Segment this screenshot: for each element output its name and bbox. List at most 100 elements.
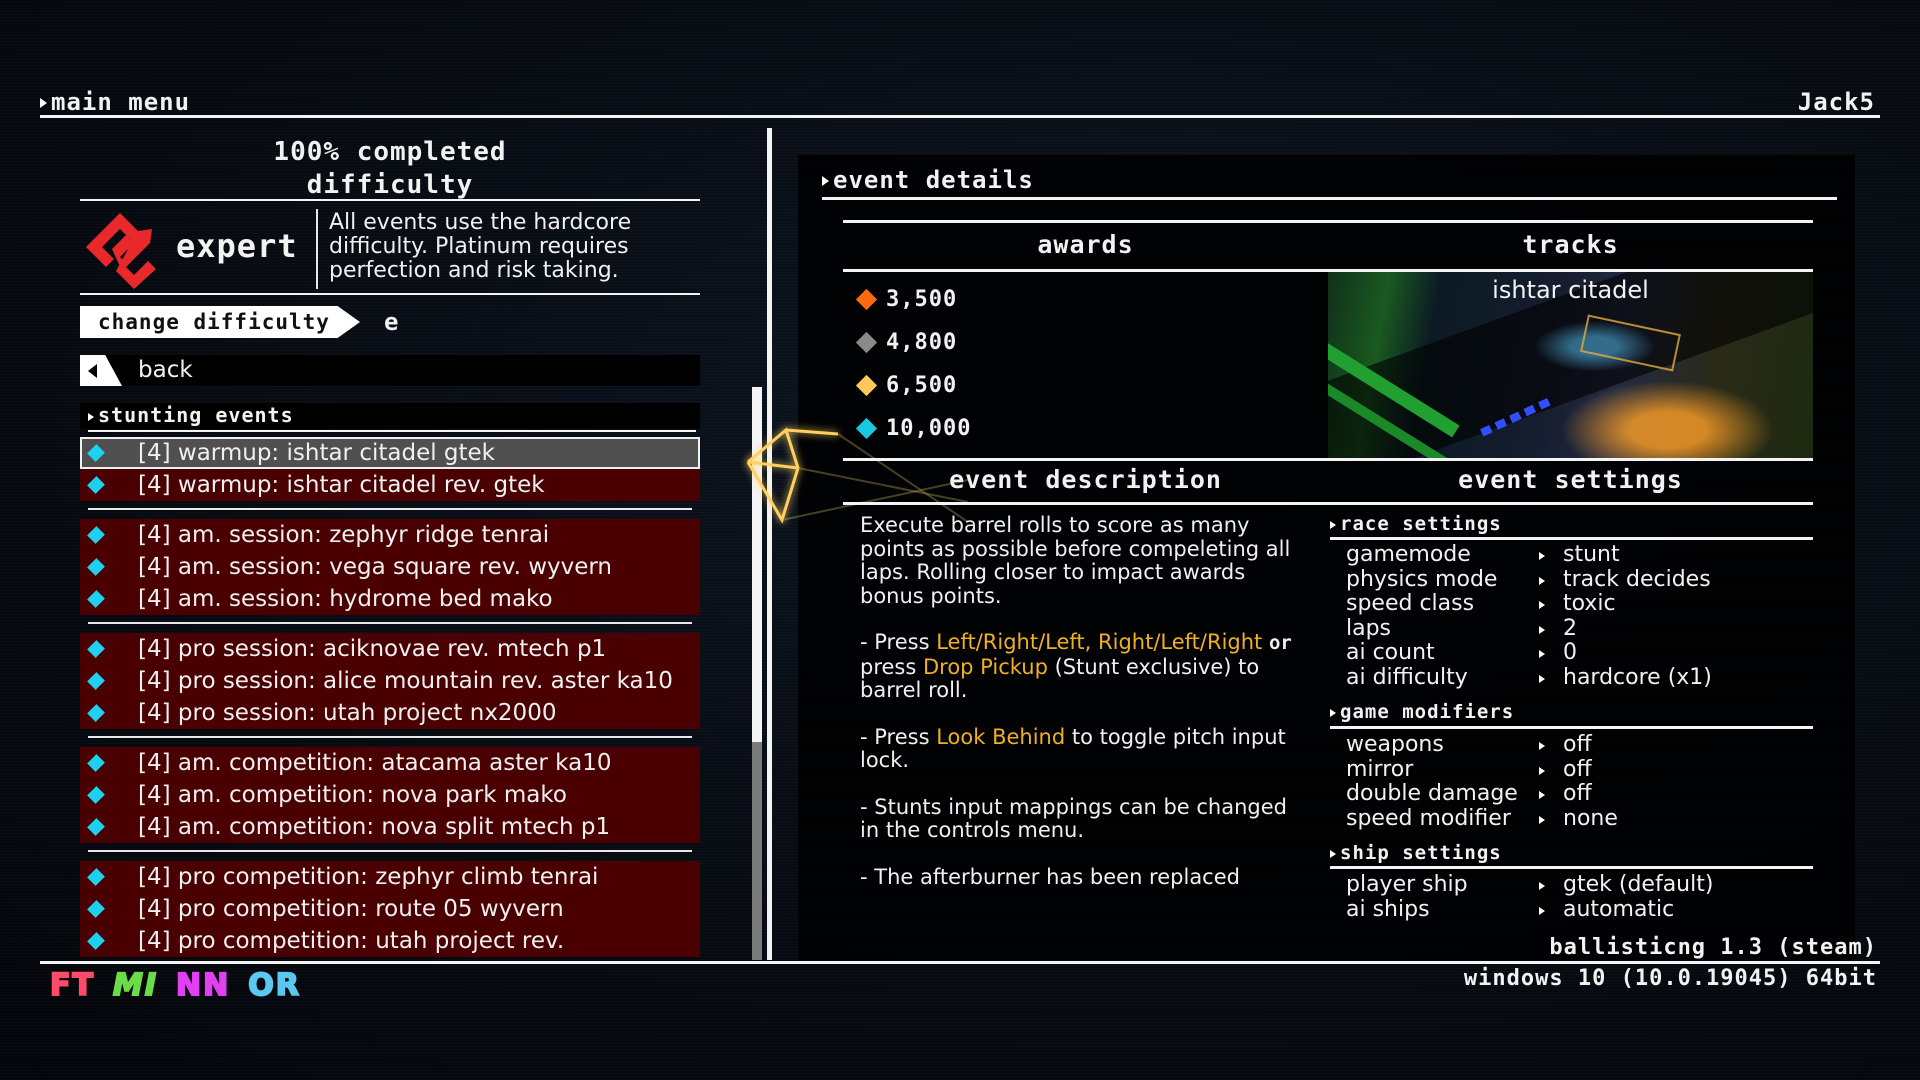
event-item[interactable]: [4] pro competition: utah project rev. bbox=[80, 925, 700, 957]
description-paragraph: - Press Look Behind to toggle pitch inpu… bbox=[860, 724, 1300, 773]
event-item[interactable]: [4] warmup: ishtar citadel gtek bbox=[80, 437, 700, 469]
platinum-diamond-icon bbox=[87, 558, 105, 576]
tracks-header: tracks bbox=[1522, 230, 1619, 259]
caret-right-icon bbox=[822, 176, 829, 186]
change-difficulty-key-hint: e bbox=[384, 308, 400, 336]
change-difficulty-button[interactable]: change difficulty bbox=[80, 306, 360, 338]
breadcrumb-main-menu[interactable]: main menu bbox=[40, 88, 190, 116]
setting-key: laps bbox=[1346, 615, 1392, 641]
event-item[interactable]: [4] pro session: alice mountain rev. ast… bbox=[80, 665, 700, 697]
event-label: [4] pro session: alice mountain rev. ast… bbox=[138, 668, 673, 694]
award-value: 4,800 bbox=[886, 330, 958, 355]
event-label: [4] am. competition: atacama aster ka10 bbox=[138, 750, 612, 776]
highlighted-input: Drop Pickup bbox=[922, 654, 1048, 679]
platinum-diamond-icon bbox=[87, 704, 105, 722]
track-preview-image: ishtar citadel bbox=[1328, 272, 1813, 458]
event-item[interactable]: [4] am. session: vega square rev. wyvern bbox=[80, 551, 700, 583]
event-item[interactable]: [4] am. competition: atacama aster ka10 bbox=[80, 747, 700, 779]
platinum-diamond-icon bbox=[855, 417, 878, 440]
ship-settings-header: ship settings bbox=[1330, 842, 1502, 864]
event-item[interactable]: [4] am. competition: nova split mtech p1 bbox=[80, 811, 700, 843]
group-divider bbox=[88, 850, 692, 852]
platinum-diamond-icon bbox=[87, 444, 105, 462]
description-paragraph: - Stunts input mappings can be changed i… bbox=[860, 794, 1287, 842]
event-item[interactable]: [4] pro session: aciknovae rev. mtech p1 bbox=[80, 633, 700, 665]
nn-team-logo-icon: NN bbox=[175, 967, 231, 1004]
award-silver: 4,800 bbox=[855, 321, 971, 364]
event-item[interactable]: [4] am. session: hydrome bed mako bbox=[80, 583, 700, 615]
divider bbox=[1330, 726, 1813, 729]
expert-difficulty-logo-icon bbox=[86, 213, 156, 289]
setting-key: gamemode bbox=[1346, 542, 1471, 567]
event-group-am-session: [4] am. session: zephyr ridge tenrai [4]… bbox=[80, 519, 700, 615]
back-label: back bbox=[138, 357, 193, 383]
event-list: [4] warmup: ishtar citadel gtek [4] warm… bbox=[80, 437, 700, 975]
divider bbox=[843, 269, 1813, 272]
event-item[interactable]: [4] am. competition: nova park mako bbox=[80, 779, 700, 811]
caret-right-icon bbox=[1536, 641, 1563, 666]
breadcrumb-label: main menu bbox=[51, 88, 191, 116]
event-details-title-label: event details bbox=[833, 166, 1034, 194]
header-divider bbox=[40, 115, 1880, 118]
description-paragraph: - The afterburner has been replaced bbox=[860, 864, 1240, 889]
event-label: [4] am. competition: nova split mtech p1 bbox=[138, 814, 611, 840]
glowing-gem-decoration-icon bbox=[746, 427, 968, 524]
group-divider bbox=[88, 622, 692, 624]
setting-key: weapons bbox=[1346, 732, 1444, 757]
caret-right-icon bbox=[1330, 520, 1336, 529]
event-description-header: event description bbox=[949, 465, 1222, 494]
caret-right-icon bbox=[1536, 666, 1563, 691]
event-settings-header: event settings bbox=[1458, 465, 1683, 494]
footer-divider bbox=[40, 961, 1880, 964]
award-gold: 6,500 bbox=[855, 364, 971, 407]
caret-right-icon bbox=[1536, 568, 1563, 593]
event-item[interactable]: [4] pro competition: route 05 wyvern bbox=[80, 893, 700, 925]
text: to toggle pitch input lock. bbox=[860, 724, 1286, 772]
setting-key: speed modifier bbox=[1346, 805, 1511, 831]
platinum-diamond-icon bbox=[87, 900, 105, 918]
event-item[interactable]: [4] warmup: ishtar citadel rev. gtek bbox=[80, 469, 700, 501]
race-settings-header: race settings bbox=[1330, 513, 1502, 535]
divider bbox=[843, 220, 1813, 223]
caret-right-icon bbox=[40, 98, 47, 108]
event-label: [4] am. competition: nova park mako bbox=[138, 782, 567, 808]
event-group-pro-competition: [4] pro competition: zephyr climb tenrai… bbox=[80, 861, 700, 957]
setting-key: player ship bbox=[1346, 872, 1468, 897]
setting-value: hardcore (x1) bbox=[1563, 664, 1712, 690]
event-item[interactable]: [4] pro competition: zephyr climb tenrai bbox=[80, 861, 700, 893]
platinum-diamond-icon bbox=[87, 640, 105, 658]
event-item[interactable]: [4] am. session: zephyr ridge tenrai bbox=[80, 519, 700, 551]
caret-right-icon bbox=[1536, 543, 1563, 568]
setting-key: speed class bbox=[1346, 591, 1475, 616]
highlighted-input: Left/Right/Left, Right/Left/Right bbox=[936, 630, 1263, 654]
caret-right-icon bbox=[1536, 733, 1563, 758]
divider bbox=[88, 430, 696, 432]
text: press bbox=[860, 654, 923, 679]
description-paragraph: - Press Left/Right/Left, Right/Left/Righ… bbox=[860, 630, 1300, 703]
setting-value: track decides bbox=[1563, 566, 1711, 592]
event-group-pro-session: [4] pro session: aciknovae rev. mtech p1… bbox=[80, 633, 700, 729]
events-header-label: stunting events bbox=[98, 403, 294, 427]
event-label: [4] pro competition: route 05 wyvern bbox=[138, 896, 564, 922]
track-art bbox=[1480, 395, 1556, 437]
award-platinum: 10,000 bbox=[855, 407, 971, 450]
scrollbar-thumb[interactable] bbox=[752, 387, 762, 742]
back-button[interactable]: back bbox=[80, 355, 700, 386]
setting-key: ai ships bbox=[1346, 896, 1430, 922]
caret-right-icon bbox=[1536, 873, 1563, 898]
caret-right-icon bbox=[1330, 708, 1336, 717]
divider bbox=[822, 197, 1837, 200]
group-divider bbox=[88, 508, 692, 510]
ft-team-logo-icon: FT bbox=[49, 967, 95, 1004]
setting-value: off bbox=[1563, 781, 1592, 806]
event-label: [4] am. session: zephyr ridge tenrai bbox=[138, 522, 550, 548]
track-name: ishtar citadel bbox=[1492, 276, 1649, 304]
game-modifiers-header: game modifiers bbox=[1330, 701, 1514, 723]
divider bbox=[80, 199, 700, 201]
event-item[interactable]: [4] pro session: utah project nx2000 bbox=[80, 697, 700, 729]
caret-right-icon bbox=[1536, 758, 1563, 783]
